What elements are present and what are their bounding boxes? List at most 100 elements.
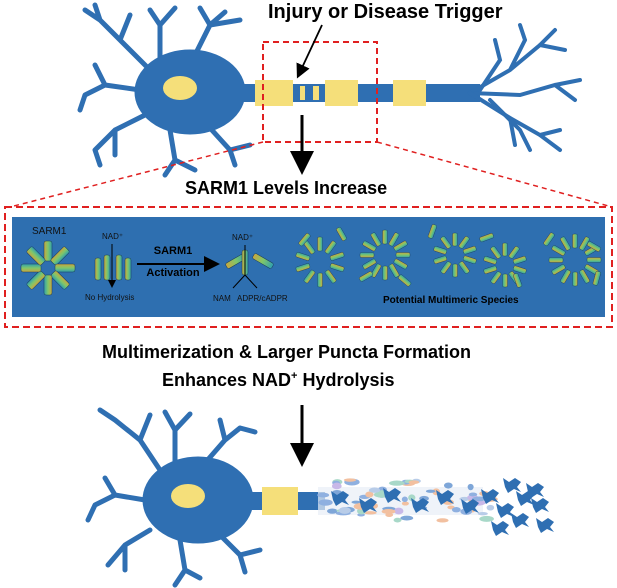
sarm1-subunit xyxy=(362,240,377,252)
top-myelin-segments xyxy=(255,80,426,106)
axon-fragment xyxy=(393,517,402,523)
sarm1-subunit-group xyxy=(490,246,502,259)
sarm1-subunit xyxy=(479,233,494,243)
sarm1-subunit-group xyxy=(586,257,602,263)
axon-fragment xyxy=(394,507,404,515)
sarm1-subunit xyxy=(324,240,337,255)
sarm1-subunit-group xyxy=(359,252,375,258)
nam-label: NAM xyxy=(213,294,231,303)
sarm1-subunit-group xyxy=(452,232,458,247)
axon-fragment xyxy=(436,490,454,505)
sarm1-subunit xyxy=(398,274,412,287)
bottom-line-2-suffix: Hydrolysis xyxy=(297,370,395,390)
inactive-sarm1 xyxy=(94,254,132,281)
sarm1-subunit-group xyxy=(295,252,311,261)
nad-label-2: NAD⁺ xyxy=(232,233,254,242)
activation-line1: SARM1 xyxy=(153,245,193,257)
bottom-myelin xyxy=(262,487,298,515)
sarm1-subunit xyxy=(551,245,566,256)
axon-fragment xyxy=(383,488,401,503)
sarm1-subunit-group xyxy=(560,236,571,251)
sarm1-subunit-group xyxy=(551,245,566,256)
no-hydrolysis-label: No Hydrolysis xyxy=(85,293,135,302)
sarm1-subunit-group xyxy=(362,240,377,252)
sarm1-subunit xyxy=(548,257,564,263)
axon-fragment xyxy=(401,496,408,502)
sarm1-subunit xyxy=(462,255,477,264)
axon-fragment xyxy=(338,506,351,514)
damaged-myelin xyxy=(300,86,319,100)
axon-fragment xyxy=(511,513,529,528)
sarm1-subunit-group xyxy=(393,258,408,270)
sarm1-subunit xyxy=(462,246,477,255)
top-nucleus xyxy=(163,76,197,100)
sarm1-subunit xyxy=(336,226,347,241)
axon-fragment xyxy=(481,489,499,504)
axon-fragment xyxy=(368,487,381,493)
sarm1-subunit xyxy=(452,263,458,278)
bottom-line-2-prefix: Enhances NAD xyxy=(162,370,292,390)
axon-fragment xyxy=(408,494,416,502)
sarm1-subunit xyxy=(395,252,411,258)
sarm1-subunit xyxy=(370,263,382,278)
sarm1-subunit xyxy=(579,236,590,251)
sarm1-subunit-group xyxy=(324,240,337,255)
axon-fragment xyxy=(408,480,420,485)
axon-fragment xyxy=(436,518,449,523)
sarm1-subunit-group xyxy=(388,232,400,247)
sarm1-subunit-group xyxy=(502,273,508,288)
axon-fragment xyxy=(385,512,394,518)
axon-fragment xyxy=(496,503,514,518)
sarm1-subunit-group xyxy=(502,242,508,257)
sarm1-subunit xyxy=(317,236,323,252)
sarm1-subunit-group xyxy=(329,252,345,261)
sarm1-subunit-group xyxy=(483,265,498,274)
sarm1-subunit-group xyxy=(370,232,382,247)
zoom-box xyxy=(262,41,378,143)
sarm1-subunit xyxy=(572,271,578,287)
sarm1-subunit-group xyxy=(440,261,452,274)
degenerating-axon xyxy=(317,478,554,536)
sarm1-subunit-group xyxy=(433,255,448,264)
sarm1-subunit-group xyxy=(440,236,452,249)
axon-fragment xyxy=(331,491,349,506)
adpr-label: ADPR/cADPR xyxy=(237,294,288,303)
axon-fragment xyxy=(364,511,377,515)
sarm1-subunit xyxy=(427,224,437,239)
sarm1-subunit xyxy=(579,269,590,284)
sarm1-octamer xyxy=(20,240,76,296)
axon-fragment xyxy=(526,483,544,498)
sarm1-subunit xyxy=(329,252,345,261)
axon-fragment xyxy=(351,500,361,504)
activation-line2: Activation xyxy=(146,267,200,279)
bottom-line-1: Multimerization & Larger Puncta Formatio… xyxy=(102,342,472,362)
sarm1-subunit-group xyxy=(458,236,470,249)
sarm1-subunit xyxy=(512,256,527,265)
sarm1-label: SARM1 xyxy=(32,226,67,237)
trigger-arrow xyxy=(296,24,323,79)
sarm1-subunit xyxy=(483,265,498,274)
sarm1-subunit-group xyxy=(382,265,388,281)
sarm1-subunit-group xyxy=(483,256,498,265)
axon-fragment xyxy=(443,482,453,489)
sarm1-subunit xyxy=(452,232,458,247)
axon-fragment xyxy=(491,521,509,536)
sarm1-subunit xyxy=(458,236,470,249)
sarm1-subunit-group xyxy=(382,229,388,245)
sarm1-subunit xyxy=(572,233,578,249)
axon-fragment xyxy=(318,499,333,506)
activation-label: SARM1 xyxy=(142,245,204,258)
sarm1-subunit xyxy=(551,264,566,275)
sarm1-subunit-group xyxy=(362,258,377,270)
sarm1-subunit xyxy=(513,273,523,288)
sarm1-subunit xyxy=(586,257,602,263)
sarm1-subunit xyxy=(560,236,571,251)
axon-fragment xyxy=(411,498,429,513)
axon-fragment xyxy=(468,492,478,497)
axon-fragment xyxy=(388,480,405,486)
axon-fragment xyxy=(461,499,479,514)
axon-fragment xyxy=(531,498,549,513)
axon-fragment xyxy=(381,509,396,515)
sarm1-subunit xyxy=(295,252,311,261)
bottom-line-2: Enhances NAD+ Hydrolysis xyxy=(162,370,395,391)
